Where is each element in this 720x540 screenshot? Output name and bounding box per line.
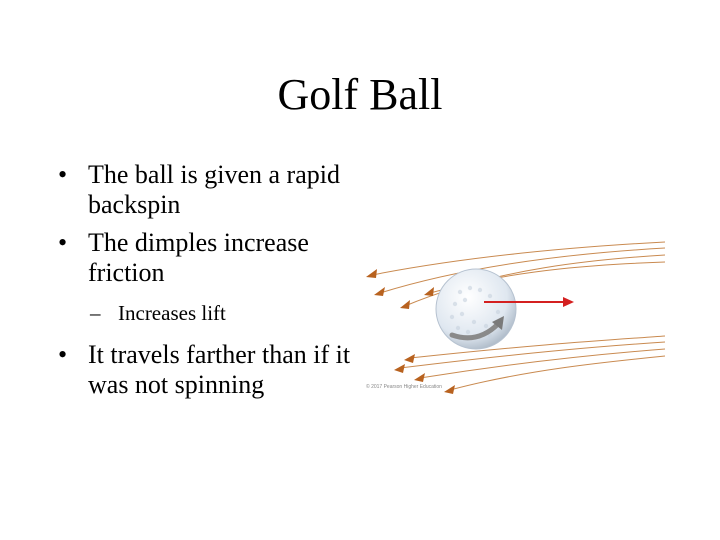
velocity-arrow-icon bbox=[484, 297, 574, 307]
bullet-item: • It travels farther than if it was not … bbox=[58, 340, 368, 400]
flow-line bbox=[399, 341, 666, 369]
lower-flow-lines bbox=[399, 335, 666, 391]
spin-arrow-icon bbox=[449, 316, 504, 341]
flow-arrowhead bbox=[424, 287, 434, 296]
flow-arrowhead bbox=[366, 269, 377, 278]
bullet-symbol: • bbox=[58, 160, 68, 189]
upper-flow-lines bbox=[371, 241, 666, 307]
sub-bullet-item: – Increases lift bbox=[58, 300, 368, 326]
flow-arrowhead bbox=[404, 354, 415, 363]
flow-line bbox=[419, 348, 666, 379]
flow-line bbox=[371, 241, 666, 276]
airflow-diagram bbox=[366, 241, 666, 394]
bullet-item: • The dimples increase friction bbox=[58, 228, 368, 288]
flow-arrowhead bbox=[374, 287, 385, 296]
sub-bullet-text: Increases lift bbox=[118, 301, 226, 325]
flow-arrowhead bbox=[400, 300, 410, 309]
bullet-text: It travels farther than if it was not sp… bbox=[88, 340, 351, 399]
sub-bullet-symbol: – bbox=[90, 301, 101, 325]
bullet-text: The dimples increase friction bbox=[88, 228, 309, 287]
slide-title: Golf Ball bbox=[277, 70, 443, 119]
flow-line bbox=[409, 335, 666, 359]
bullet-list: • The ball is given a rapid backspin • T… bbox=[58, 160, 368, 408]
copyright-notice: © 2017 Pearson Higher Education bbox=[366, 384, 442, 390]
flow-arrowhead bbox=[444, 385, 455, 394]
flow-arrowhead bbox=[414, 373, 425, 382]
bullet-item: • The ball is given a rapid backspin bbox=[58, 160, 368, 220]
flow-arrowhead bbox=[394, 364, 405, 373]
flow-line bbox=[379, 247, 666, 294]
bullet-symbol: • bbox=[58, 228, 68, 257]
golf-ball-airflow-figure bbox=[360, 232, 670, 402]
flow-arrowheads bbox=[366, 269, 455, 394]
bullet-symbol: • bbox=[58, 340, 68, 369]
bullet-text: The ball is given a rapid backspin bbox=[88, 160, 340, 219]
flow-line bbox=[449, 355, 666, 391]
